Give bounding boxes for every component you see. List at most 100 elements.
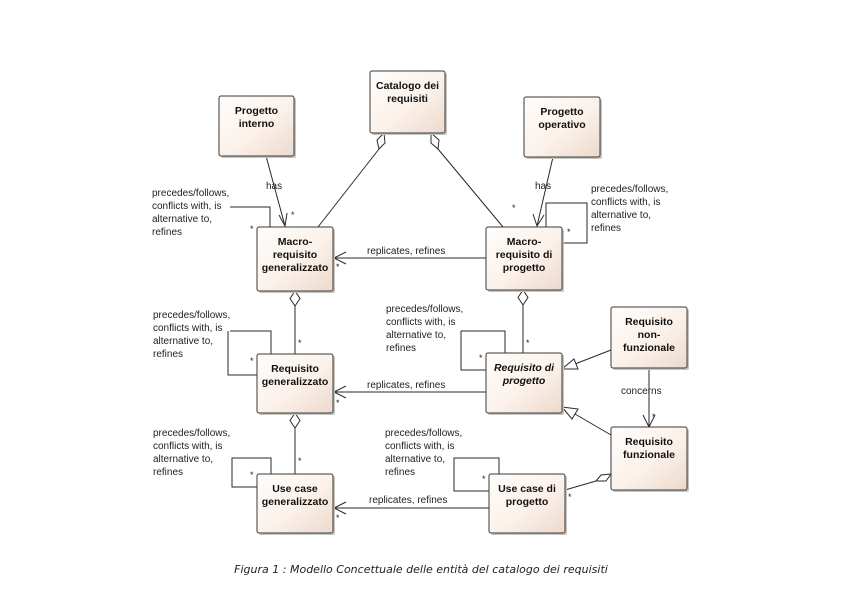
multiplicity: * [526,338,530,348]
multiplicity: * [512,203,516,213]
label-concerns: concerns [621,386,662,397]
self-label-line: refines [153,349,183,360]
self-label-line: alternative to, [153,454,213,465]
multiplicity: * [336,262,340,272]
multiplicity: * [482,474,486,484]
self-label-line: alternative to, [152,214,212,225]
class-box-frame [256,473,334,534]
class-name-line: Requisito [625,436,673,448]
edge-catalogo-macro-prog [437,148,504,228]
class-name-line: Macro- [507,236,542,248]
class-box-frame [488,473,566,534]
self-label-line: alternative to, [591,210,651,221]
class-name-line: funzionale [623,342,675,354]
edge-nonfunz-gen [574,349,612,365]
class-box-frame [485,226,563,291]
multiplicity: * [336,398,340,408]
self-label-line: precedes/follows, [386,304,463,315]
label-has-operativo: has [535,181,551,192]
multiplicity: * [298,456,302,466]
multiplicity: * [652,412,656,422]
self-label-line: conflicts with, is [385,441,454,452]
edge-labels: has has replicates, refines replicates, … [152,181,668,523]
self-label-line: refines [152,227,182,238]
self-label-line: precedes/follows, [385,428,462,439]
multiplicity: * [479,353,483,363]
class-name-line: operativo [538,119,585,131]
class-name-line: Progetto [235,105,278,117]
self-label-macro-gen: precedes/follows, conflicts with, is alt… [152,188,229,238]
class-box-frame [610,306,688,369]
edge-has-interno [265,155,286,227]
self-label-line: conflicts with, is [386,317,455,328]
class-box-frame [369,70,446,134]
self-label-line: precedes/follows, [591,184,668,195]
self-label-line: refines [385,467,415,478]
class-name-line: progetto [506,496,549,508]
multiplicity: * [250,224,254,234]
class-box-frame [485,352,563,414]
class-box-frame [256,226,334,292]
class-boxes: Catalogo deirequisitiProgettointernoProg… [218,70,689,535]
edge-funz-uc-prog [564,480,597,491]
class-name-line: funzionale [623,449,675,461]
class-name-line: generalizzato [262,496,329,508]
edge-funz-gen [574,413,612,436]
class-name-line: Macro- [278,236,313,248]
edge-catalogo-macro-gen [317,148,380,228]
multiplicity: * [567,227,571,237]
self-label-line: refines [591,223,621,234]
class-name-line: Catalogo dei [376,80,439,92]
self-label-line: refines [153,467,183,478]
multiplicity: * [568,492,572,502]
figure-caption: Figura 1 : Modello Concettuale delle ent… [234,563,608,576]
self-label-req-gen: precedes/follows, conflicts with, is alt… [153,310,230,360]
class-name-line: requisiti [387,93,428,105]
self-label-line: conflicts with, is [152,201,221,212]
multiplicity: * [291,210,295,220]
self-label-uc-gen: precedes/follows, conflicts with, is alt… [153,428,230,478]
aggregation-diamond [517,289,529,306]
class-name-line: Requisito [625,316,673,328]
aggregation-diamond [430,131,440,150]
multiplicity: * [250,470,254,480]
class-name-line: non- [638,329,661,341]
multiplicity: * [298,338,302,348]
class-name-line: generalizzato [262,376,329,388]
self-label-line: alternative to, [386,330,446,341]
class-box-frame [523,96,601,158]
self-label-line: conflicts with, is [591,197,660,208]
self-label-line: precedes/follows, [153,428,230,439]
self-label-uc-prog: precedes/follows, conflicts with, is alt… [385,428,462,478]
class-name-line: progetto [502,375,546,387]
aggregation-diamond [376,131,386,150]
class-name-line: generalizzato [262,262,329,274]
self-label-line: conflicts with, is [153,441,222,452]
aggregation-diamond [594,473,613,482]
class-name-line: Use case [272,483,318,495]
class-box-frame [256,353,334,414]
self-label-macro-prog: precedes/follows, conflicts with, is alt… [591,184,668,234]
generalization-triangle [560,406,579,420]
label-replicates-macro: replicates, refines [367,246,445,257]
label-replicates-uc: replicates, refines [369,495,447,506]
class-name-line: Use case di [498,483,556,495]
self-loop-req-gen-b [227,331,257,376]
edges [227,131,656,515]
class-name-line: Requisito [271,363,319,375]
label-has-interno: has [266,181,282,192]
edge-has-operativo [536,156,554,227]
class-name-line: Progetto [540,106,583,118]
self-loop-uc-prog [453,457,500,492]
arrowhead [532,213,545,228]
aggregation-diamond [289,290,301,307]
